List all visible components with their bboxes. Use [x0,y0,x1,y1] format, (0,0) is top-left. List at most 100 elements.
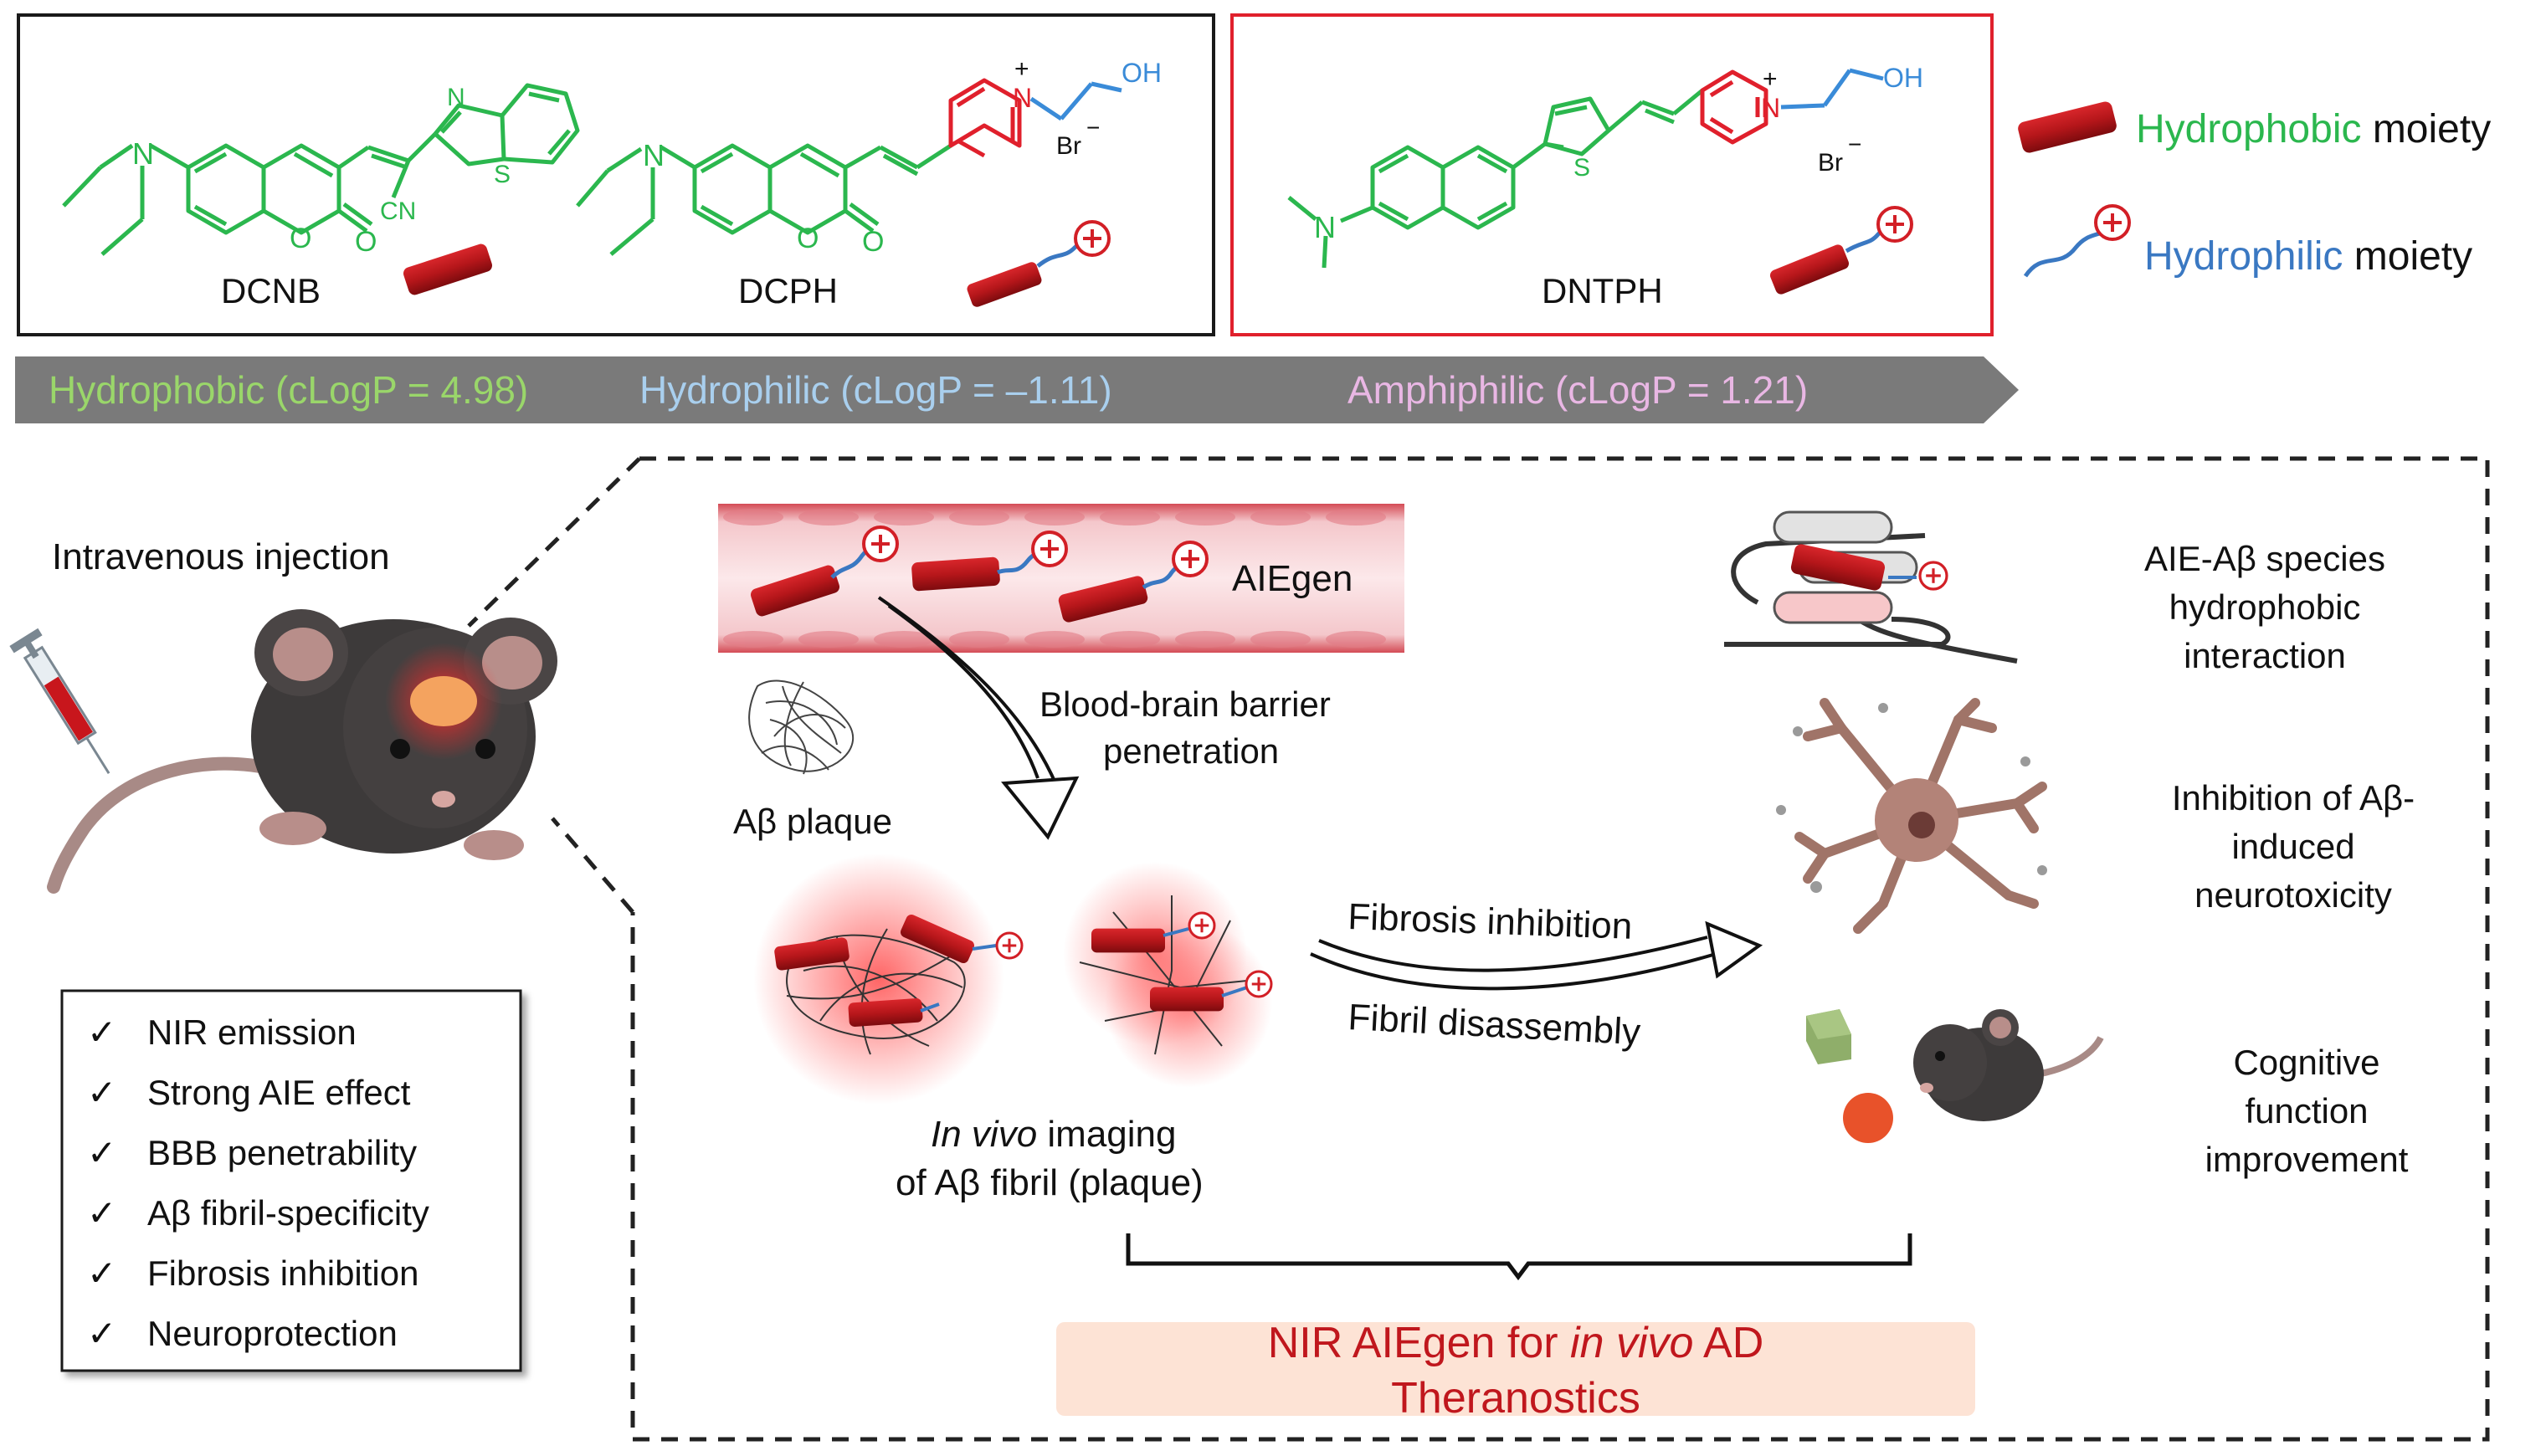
dcnb-thiazole-s-label: S [494,161,511,188]
inhibition-label: Inhibition of Aβ- induced neurotoxicity [2172,778,2415,915]
aiegen-molecule-icon [911,531,1068,592]
abeta-plaque-icon [748,679,855,775]
checklist-item: NIR emission [147,1013,357,1052]
aiegen-label: AIEgen [1232,558,1353,599]
arrow-amphiphilic-label: Amphiphilic (cLogP = 1.21) [1347,368,1808,412]
banner-line1-b: AD [1693,1319,1763,1367]
dcnb-cn-label: CN [380,197,416,225]
inhibition-label-line: Inhibition of Aβ- [2172,778,2415,818]
mouse-illustration [47,609,557,894]
check-icon: ✓ [87,1253,116,1293]
check-icon: ✓ [87,1133,116,1172]
checklist-item: Aβ fibril-specificity [147,1193,429,1233]
banner-line1-a: NIR AIEgen for [1268,1319,1570,1367]
dcph-minus-label: − [1086,115,1100,141]
mouse-nose [432,791,455,807]
species-label-line: AIE-Aβ species [2144,539,2385,578]
glowing-fibril-cluster-right [1063,862,1273,1088]
zoom-line-top [467,457,641,628]
clogp-arrow-bar [15,356,2019,423]
imaging-rest: imaging [1037,1114,1176,1155]
imaging-label-line1: In vivo imaging [931,1114,1176,1155]
dntph-amphiphilic-rod-icon [1768,206,1913,296]
arrow-hydrophobic-label: Hydrophobic (cLogP = 4.98) [49,368,528,412]
dcph-n-label: N [643,138,665,172]
mouse-foot-right [464,830,524,860]
imaging-italic: In vivo [931,1114,1037,1155]
vessel-wall-cells [723,509,1386,648]
dcnb-carbonyl-o-label: O [355,226,377,258]
check-icon: ✓ [87,1013,116,1052]
bbb-arrow-icon [877,596,1080,840]
mouse-tail [47,756,283,894]
mouse-ear-right-inner [482,636,542,690]
fibrosis-label: Fibrosis inhibition [1347,896,1633,947]
cognitive-label: Cognitive function improvement [2205,1043,2409,1179]
legend-hydrophilic-moiety: moiety [2343,234,2472,279]
neuron-icon [1794,698,2047,934]
dntph-minus-label: − [1848,131,1861,157]
zoom-line-bottom [551,817,634,914]
legend-hydrophilic-text: Hydrophilic moiety [2144,234,2472,279]
mouse-foot-left [259,812,326,845]
cognitive-label-line: function [2245,1091,2368,1130]
dcph-carbonyl-o-label: O [862,226,884,258]
dcnb-hydrophobic-rod-icon [402,242,494,297]
dntph-plus-label: + [1763,65,1778,93]
mouse-brain-icon [410,676,477,726]
dcnb-name: DCNB [221,271,321,310]
aiegen-molecule-icon [1057,541,1209,624]
dcnb-structure [62,83,580,256]
dcph-amphiphilic-rod-icon [965,220,1111,309]
disassembly-label: Fibril disassembly [1347,997,1641,1053]
checklist-box [60,989,522,1372]
checklist-item: BBB penetrability [147,1133,417,1172]
dntph-name: DNTPH [1542,271,1663,310]
legend-hydrophobic-rod-icon [2016,100,2118,155]
dcph-plus-label: + [1014,55,1029,83]
checklist: ✓ NIR emission ✓ Strong AIE effect ✓ BBB… [87,1013,429,1353]
dntph-n-label: N [1314,210,1336,244]
banner-line1-italic: in vivo [1570,1319,1693,1367]
mouse-ear-left-inner [273,628,333,681]
dcph-oh-label: OH [1122,58,1162,88]
dcph-br-label: Br [1056,132,1081,160]
dntph-oh-label: OH [1883,63,1923,93]
dntph-s-label: S [1573,154,1590,182]
dntph-br-label: Br [1818,149,1843,177]
dcph-structure [576,78,1122,256]
abeta-plaque-label: Aβ plaque [733,802,892,841]
dntph-structure [1287,68,1884,269]
healthy-mouse-icon [1913,1009,2104,1121]
bbb-label-line1: Blood-brain barrier [1039,684,1331,724]
curly-brace [1126,1233,1912,1281]
small-molecules-icon [1806,1009,1893,1143]
aie-abeta-species-icon [1724,510,2018,664]
arrow-hydrophilic-label: Hydrophilic (cLogP = –1.11) [639,368,1112,412]
dcnb-n-label: N [132,136,154,171]
legend-hydrophobic-text: Hydrophobic moiety [2136,107,2491,151]
check-icon: ✓ [87,1073,116,1112]
abeta-oligomer-dots [1776,703,2047,893]
banner-line1: NIR AIEgen for in vivo AD [1268,1319,1764,1367]
legend-hydrophobic-moiety: moiety [2361,107,2491,151]
checklist-item: Neuroprotection [147,1314,398,1353]
injection-label: Intravenous injection [52,536,390,577]
dashed-panel-outline [630,456,2490,1442]
theranostics-banner [1056,1322,1975,1416]
legend-hydrophilic-chain-icon [2023,204,2131,278]
checklist-item: Fibrosis inhibition [147,1253,418,1293]
dcnb-ring-o-label: O [290,223,311,254]
banner-line2: Theranostics [1391,1374,1640,1423]
imaging-label-line2: of Aβ fibril (plaque) [896,1162,1204,1203]
glowing-fibril-cluster-left [753,854,1024,1105]
dcph-name: DCPH [738,271,838,310]
dcph-ring-o-label: O [797,223,819,254]
cognitive-label-line: improvement [2205,1140,2409,1179]
mouse-eye-left [390,739,410,759]
dcph-pyridinium-n-label: N [1013,83,1032,113]
species-label-line: interaction [2184,636,2346,675]
inhibition-label-line: neurotoxicity [2194,875,2392,915]
species-label-line: hydrophobic [2169,587,2361,627]
